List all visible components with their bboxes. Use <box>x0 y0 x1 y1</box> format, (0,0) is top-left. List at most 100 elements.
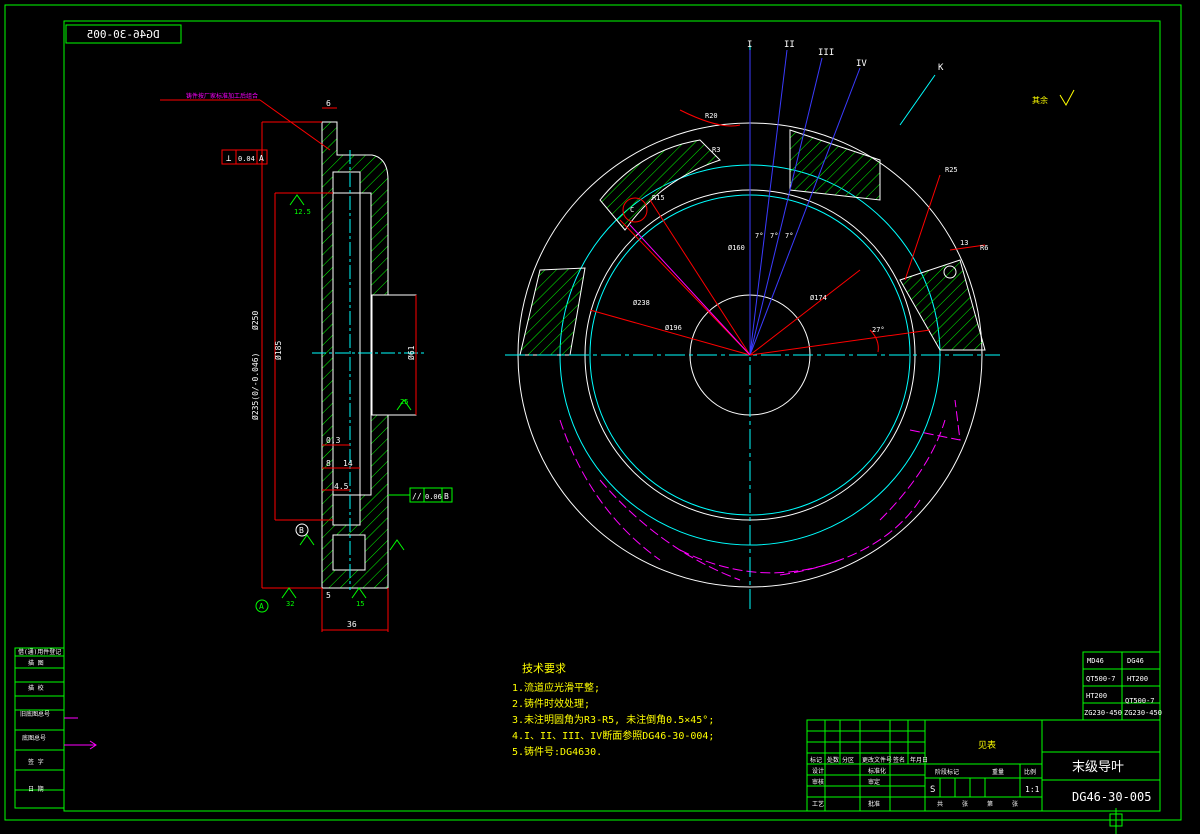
dim-8: 8 <box>326 459 331 468</box>
sign-col-5: 年月日 <box>910 756 928 764</box>
roughness-note: 其余 <box>1032 95 1048 105</box>
left-row-5: 签 字 <box>28 758 44 766</box>
section-label-i: I <box>747 40 752 50</box>
front-dim-labels: R20 R3 R15 Ø238 Ø196 Ø174 Ø160 27° R25 R… <box>630 112 988 334</box>
tol-perp-symbol: ⊥ <box>226 154 232 164</box>
stage-0: 阶段标记 <box>935 768 959 776</box>
center-mark-bottom <box>1098 808 1134 834</box>
stage-2: 比例 <box>1024 768 1036 776</box>
sign-col-3: 更改文件号 <box>862 756 892 764</box>
left-row-0: 借(通)用件登记 <box>18 648 61 656</box>
dim-7deg-a: 7° <box>755 232 763 240</box>
left-side-table <box>14 647 65 809</box>
outer-border <box>4 4 1182 821</box>
dim-250: Ø250 <box>250 311 260 330</box>
datum-b-label: B <box>299 526 304 535</box>
tech-item-3: 3.未注明圆角为R3-R5, 未注倒角0.5×45°; <box>512 713 714 726</box>
doc-number: DG46-30-005 <box>1072 790 1151 804</box>
roughness-15: 15 <box>356 600 364 608</box>
section-view: Ø250 Ø235(0/-0.046) Ø185 Ø61 8 14 4.5 36… <box>160 92 453 632</box>
section-lines <box>749 49 861 356</box>
dim-185: Ø185 <box>273 341 283 360</box>
dim-235: Ø235(0/-0.046) <box>250 353 260 420</box>
part-name: 末级导叶 <box>1072 760 1124 775</box>
front-view: I II III IV K R20 R3 R15 Ø238 Ø196 Ø1 <box>505 40 1075 610</box>
role2-0: 标准化 <box>868 767 886 775</box>
hatched-vanes <box>519 129 986 356</box>
left-row-2: 描 校 <box>28 684 44 692</box>
dim-d174: Ø160 <box>728 244 745 252</box>
tol-parallel-symbol: // <box>412 492 422 501</box>
section-label-c: C <box>630 206 634 214</box>
section-labels: I II III IV K <box>747 40 944 73</box>
dim-r100: Ø238 <box>633 299 650 307</box>
tech-title: 技术要求 <box>522 662 566 675</box>
section-label-iii: III <box>818 48 834 58</box>
dim-r15: R15 <box>652 194 665 202</box>
section-dim-labels: Ø250 Ø235(0/-0.046) Ø185 Ø61 8 14 4.5 36… <box>250 99 416 629</box>
stage-1: 重量 <box>992 768 1004 776</box>
dim-d196: Ø196 <box>665 324 682 332</box>
mat-r2c0: ZG230-450 <box>1084 709 1122 717</box>
dim-d238: Ø174 <box>810 294 827 302</box>
tech-item-1: 1.流道应光滑平整; <box>512 681 600 694</box>
role2-2: 批准 <box>868 800 880 808</box>
datum-a-label: A <box>259 602 264 611</box>
dim-36: 36 <box>347 620 357 629</box>
dim-5: 5 <box>326 591 331 600</box>
sheet-1: 张 <box>962 800 968 808</box>
left-row-6: 日 期 <box>28 785 44 793</box>
doc-number-mirrored-box: DG46-30-005 <box>65 24 182 44</box>
role-1: 审核 <box>812 778 824 786</box>
left-row-3: 旧底图总号 <box>20 710 50 718</box>
title-block <box>806 719 1161 812</box>
title-block-labels: 标记 处数 分区 更改文件号 签名 年月日 设计 审核 工艺 标准化 审定 批准… <box>810 756 1036 808</box>
roughness-12-5: 12.5 <box>294 208 311 216</box>
mat-r1c0: HT200 <box>1086 692 1107 700</box>
bore-slot <box>371 294 417 416</box>
inner-border <box>63 20 1161 812</box>
detail-c-circle <box>622 197 648 223</box>
sign-col-2: 分区 <box>842 756 854 764</box>
mat-r1c1: QT500-7 <box>1125 697 1155 705</box>
left-row-4: 底图总号 <box>22 734 46 742</box>
left-table-labels: 借(通)用件登记 描 图 描 校 旧底图总号 底图总号 签 字 日 期 <box>18 648 61 793</box>
dim-r25: R25 <box>945 166 958 174</box>
dim-r6: R6 <box>980 244 988 252</box>
roughness-labels: 12.5 25 32 15 <box>286 208 408 608</box>
scale-value: 1:1 <box>1025 785 1040 794</box>
top-leader-note: 铸件按厂家标准加工后组合 <box>186 92 258 100</box>
tech-requirements: 技术要求 1.流道应光滑平整; 2.铸件时效处理; 3.未注明圆角为R3-R5,… <box>512 662 714 758</box>
tolerance-perp: ⊥ 0.04 A <box>221 149 268 165</box>
mat-header-0: MD46 <box>1087 657 1104 665</box>
tolerance-parallel: // 0.06 B <box>388 487 453 503</box>
section-dims <box>160 99 417 632</box>
dim-0-3: 0.3 <box>326 436 341 445</box>
sheet-0: 共 <box>937 800 943 808</box>
tol-parallel-value: 0.06 <box>425 493 442 501</box>
weight-label: 见表 <box>978 739 996 751</box>
magenta-radial <box>629 224 751 356</box>
mat-r0c1: HT200 <box>1127 675 1148 683</box>
detail-small-circle <box>943 265 957 279</box>
roughness-symbol <box>1059 89 1075 107</box>
dim-r20: R20 <box>705 112 718 120</box>
sign-col-4: 签名 <box>893 756 905 764</box>
dim-r3: R3 <box>712 146 720 154</box>
mat-r0c0: QT500-7 <box>1086 675 1116 683</box>
roughness-32: 32 <box>286 600 294 608</box>
mat-header-1: DG46 <box>1127 657 1144 665</box>
dim-27deg: 27° <box>872 326 885 334</box>
tol-perp-ref: A <box>259 154 264 163</box>
material-table <box>1082 651 1161 721</box>
tech-item-2: 2.铸件时效处理; <box>512 697 590 710</box>
mat-r2c1: ZG230-450 <box>1124 709 1162 717</box>
tech-item-4: 4.I、II、III、IV断面参照DG46-30-004; <box>512 729 714 742</box>
section-label-ii: II <box>784 40 795 50</box>
left-arrows <box>64 717 97 750</box>
dim-7deg-b: 7° <box>770 232 778 240</box>
tol-perp-value: 0.04 <box>238 155 255 163</box>
material-labels: MD46 DG46 QT500-7 HT200 HT200 QT500-7 ZG… <box>1084 657 1162 717</box>
doc-number-mirrored: DG46-30-005 <box>87 28 160 41</box>
